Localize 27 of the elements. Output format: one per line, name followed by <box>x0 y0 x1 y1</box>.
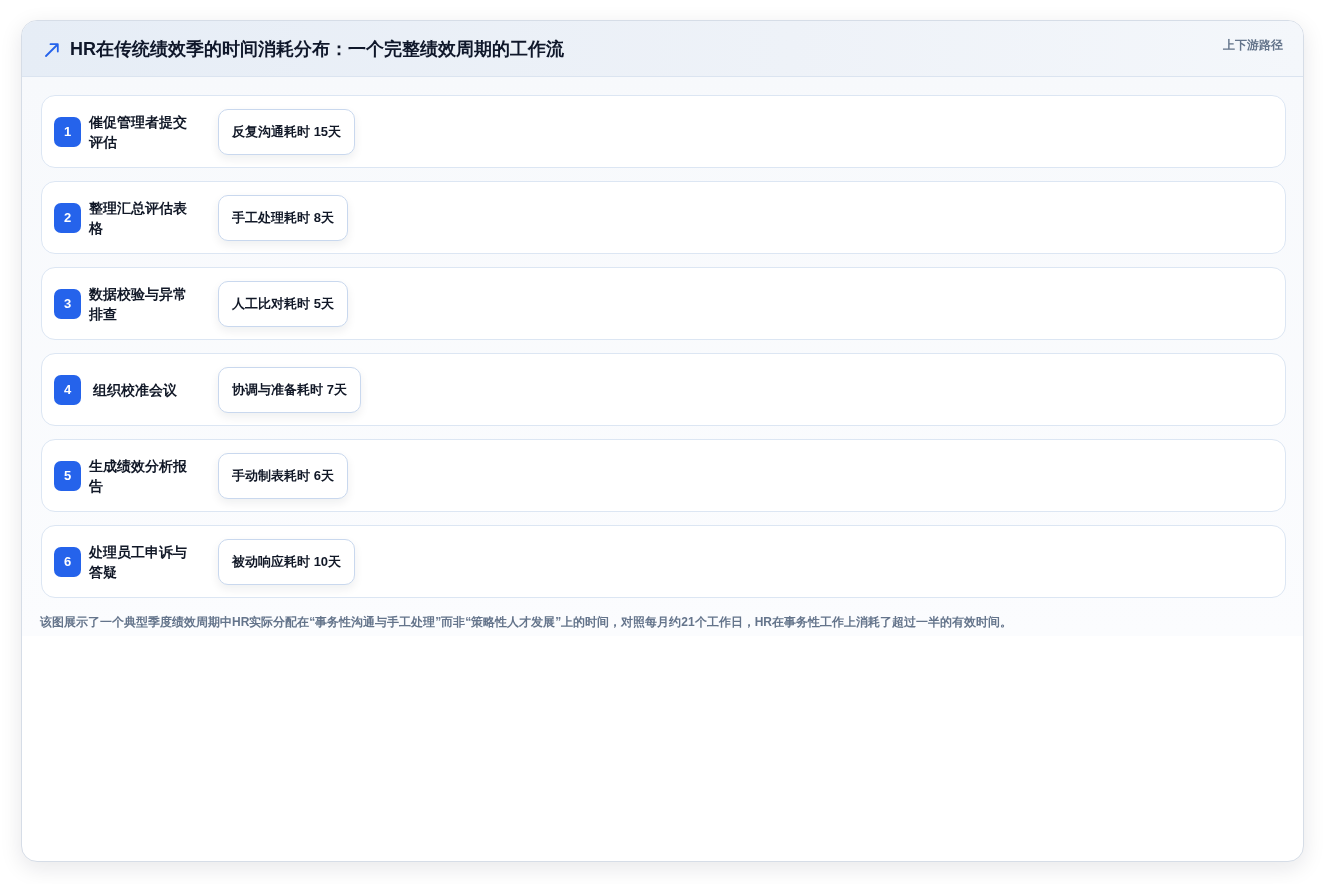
duration-tag: 协调与准备耗时 7天 <box>218 367 361 413</box>
step-title: 处理员工申诉与答疑 <box>89 543 188 582</box>
caption: 该图展示了一个典型季度绩效周期中HR实际分配在“事务性沟通与手工处理”而非“策略性人才发展”上的时间，对照每月约21个工作日，HR在事务性工作上消耗了超过一半的有效时间。 <box>40 615 1013 629</box>
duration-tag: 反复沟通耗时 15天 <box>218 109 356 155</box>
step-number-badge: 2 <box>54 203 81 233</box>
step-title: 数据校验与异常排查 <box>89 285 188 324</box>
step-card <box>41 353 1286 426</box>
step-title: 组织校准会议 <box>93 381 178 400</box>
duration-tag: 手动制表耗时 6天 <box>218 453 348 499</box>
step-card <box>41 525 1286 598</box>
header-note: 上下游路径 <box>1223 38 1283 52</box>
duration-tag: 被动响应耗时 10天 <box>218 539 356 585</box>
step-number-badge: 4 <box>54 375 81 405</box>
duration-tag: 人工比对耗时 5天 <box>218 281 348 327</box>
step-number-badge: 1 <box>54 117 81 147</box>
step-title: 整理汇总评估表格 <box>89 199 188 238</box>
step-number-badge: 3 <box>54 289 81 319</box>
step-card <box>41 439 1286 512</box>
step-card <box>41 95 1286 168</box>
step-title: 生成绩效分析报告 <box>89 457 188 496</box>
step-title: 催促管理者提交评估 <box>89 113 188 152</box>
duration-tag: 手工处理耗时 8天 <box>218 195 348 241</box>
step-card <box>41 267 1286 340</box>
step-number-badge: 5 <box>54 461 81 491</box>
step-card <box>41 181 1286 254</box>
step-number-badge: 6 <box>54 547 81 577</box>
diagram-title: HR在传统绩效季的时间消耗分布：一个完整绩效周期的工作流 <box>70 38 564 60</box>
